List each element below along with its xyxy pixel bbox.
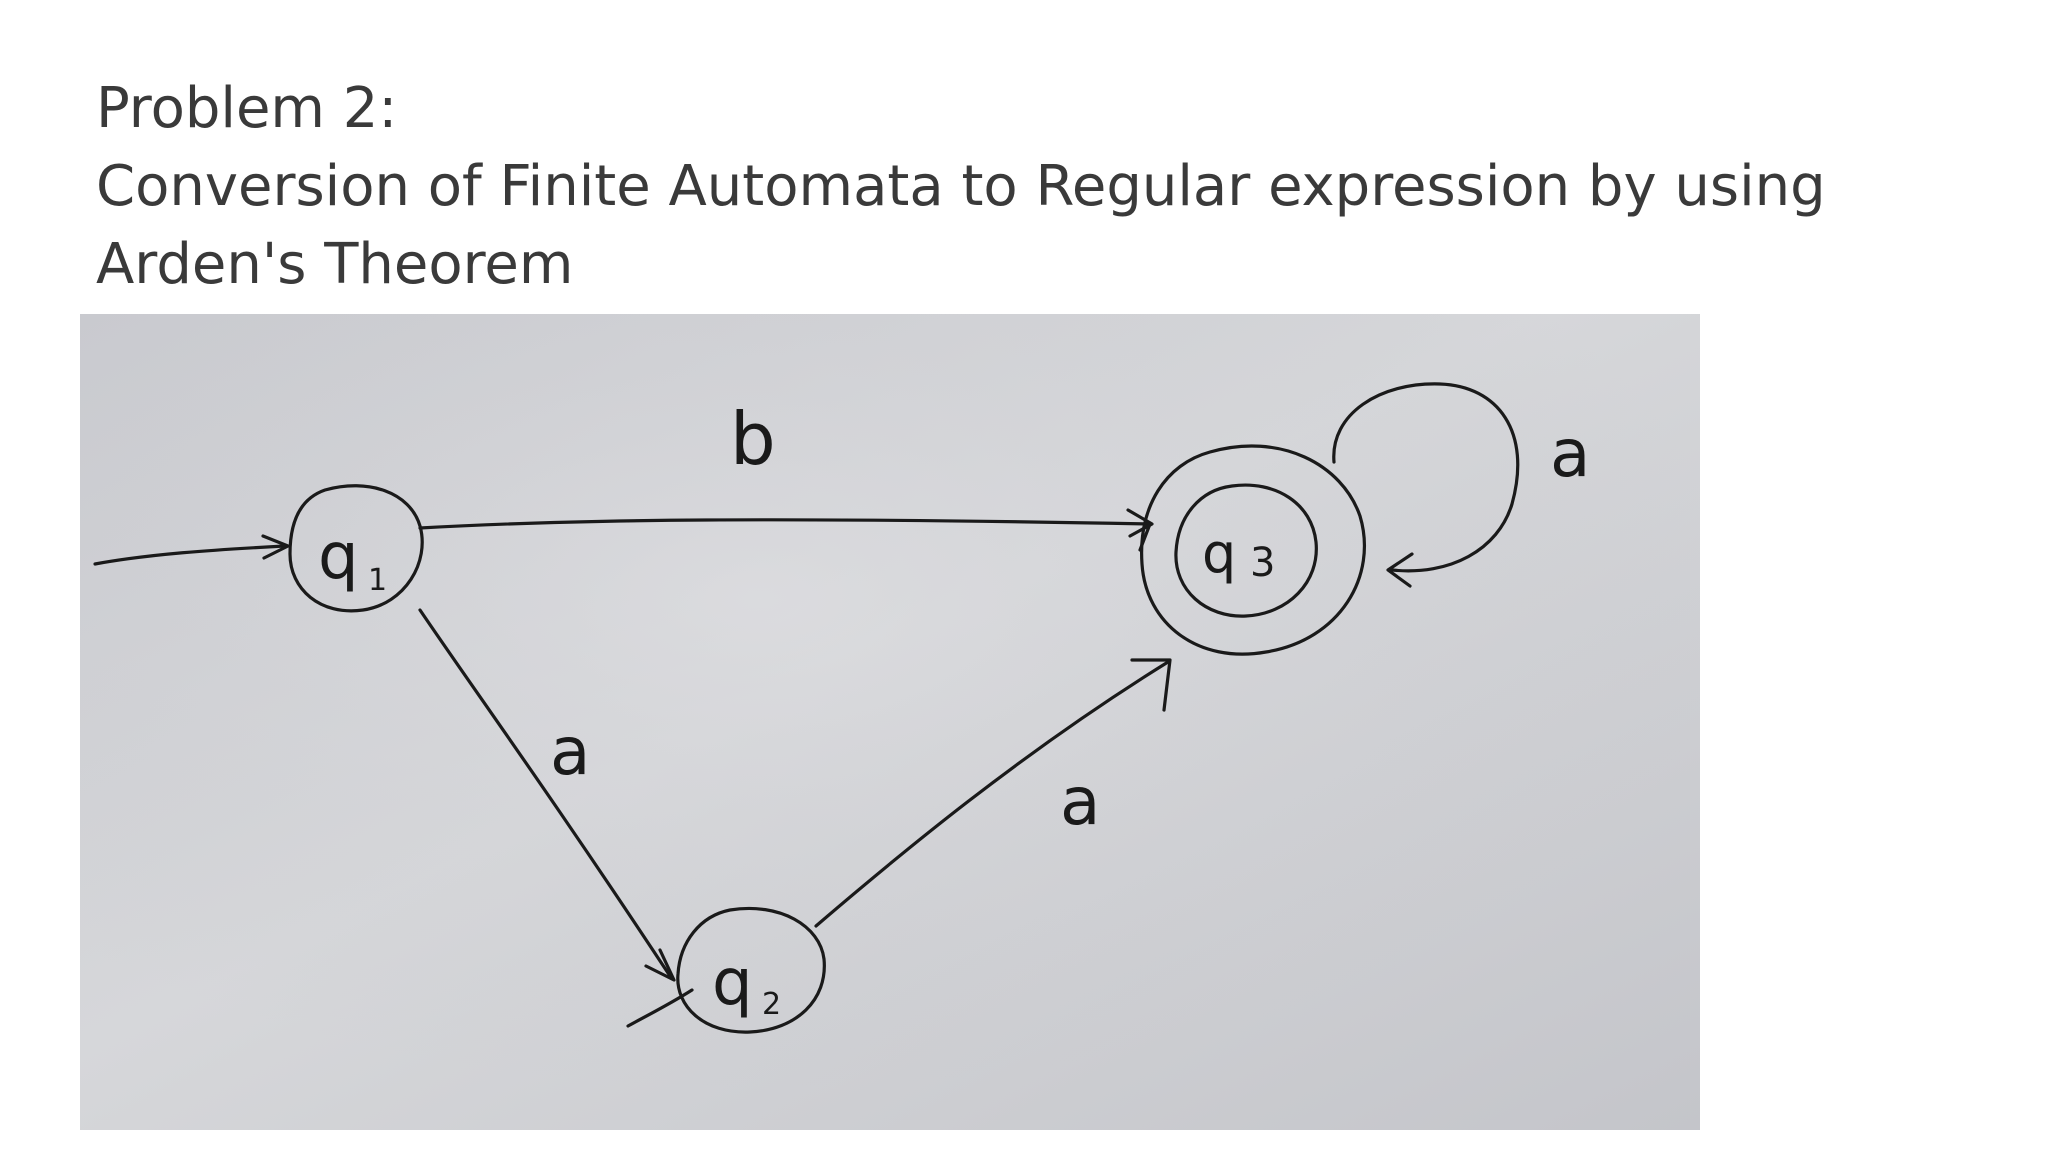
transition-q1-q2-line [418,608,672,978]
transition-q1-q2-symbol: a [550,713,590,790]
transition-q1-q2-tail [626,988,694,1028]
state-q3-subscript: 3 [1250,540,1275,586]
transition-q2-q3-line [814,660,1170,928]
slide-subheading-line-2: Arden's Theorem [96,232,574,297]
state-q2-label: q [712,946,753,1020]
transition-q2-q3-arrowhead [1130,658,1172,712]
slide-subheading-line-1: Conversion of Finite Automata to Regular… [96,154,1826,219]
slide-title-block: Problem 2: Conversion of Finite Automata… [96,70,1996,304]
state-q1-circle [288,484,424,613]
self-loop-q3-line [1332,382,1520,573]
transition-q1-q3-arrowhead [1126,508,1154,538]
state-q3-inner-circle [1174,483,1318,618]
automaton-photo: q 1 q 2 q 3 b a a a [80,314,1700,1130]
transition-q1-q2-arrowhead [644,948,676,982]
transition-q1-q3-line [418,518,1152,530]
state-labels: q 1 q 2 q 3 [318,520,1275,1022]
state-q2-circle [676,906,826,1034]
state-q2-subscript: 2 [762,987,781,1022]
initial-arrowhead [261,534,290,560]
state-q3-outer-circle [1140,444,1366,656]
transition-labels: b a a a [550,397,1590,840]
self-loop-q3-arrowhead [1386,552,1414,588]
transition-q1-q3-symbol: b [730,397,776,481]
state-q1-label: q [318,520,359,594]
state-q3-label: q [1202,522,1236,585]
state-q1-subscript: 1 [368,563,387,598]
transition-q2-q3-symbol: a [1060,763,1100,840]
self-loop-q3-symbol: a [1550,415,1590,492]
automaton-diagram: q 1 q 2 q 3 b a a a [80,314,1700,1130]
initial-arrow-line [93,544,287,566]
slide-heading: Problem 2: [96,76,398,141]
paper-highlight [80,314,1700,1130]
